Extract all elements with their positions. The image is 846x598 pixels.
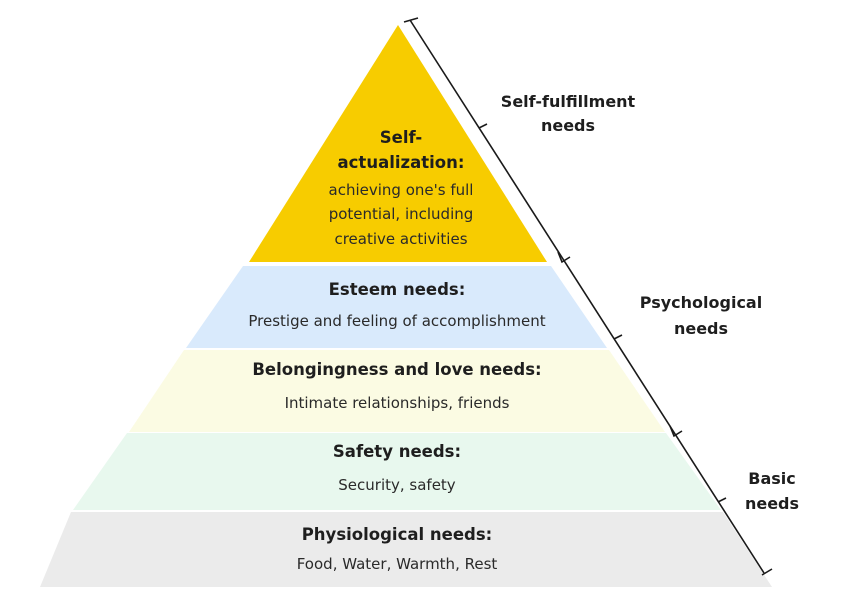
level-description: Prestige and feeling of accomplishment <box>248 312 545 330</box>
pyramid <box>40 25 772 587</box>
bracket-tick-self-fulfillment <box>478 123 488 129</box>
level-title: Esteem needs: <box>329 280 466 299</box>
level-belongingness <box>129 350 665 432</box>
group-label: Self-fulfillment <box>501 92 636 111</box>
bracket-tick-psychological <box>613 334 623 340</box>
group-self-fulfillment-label: Self-fulfillment needs <box>501 92 636 135</box>
group-psychological-label: Psychological needs <box>640 293 762 338</box>
level-physiological <box>40 512 772 587</box>
group-label: needs <box>541 116 595 135</box>
level-self-actualization-text: Self- actualization: achieving one's ful… <box>329 128 474 248</box>
level-self-actualization <box>249 25 547 262</box>
level-safety <box>73 433 721 510</box>
bracket-tick-basic <box>717 497 727 503</box>
level-description: creative activities <box>334 230 467 248</box>
group-label: needs <box>745 494 799 513</box>
level-description: potential, including <box>329 205 474 223</box>
group-basic-label: Basic needs <box>745 469 799 513</box>
level-title: Belongingness and love needs: <box>252 360 541 379</box>
group-label: Basic <box>748 469 795 488</box>
level-physiological-text: Physiological needs: Food, Water, Warmth… <box>297 525 498 573</box>
group-label: Psychological <box>640 293 762 312</box>
level-description: Food, Water, Warmth, Rest <box>297 555 498 573</box>
level-safety-text: Safety needs: Security, safety <box>333 442 461 494</box>
level-title: Physiological needs: <box>302 525 493 544</box>
level-belongingness-text: Belongingness and love needs: Intimate r… <box>252 360 541 412</box>
level-description: Security, safety <box>338 476 456 494</box>
bracket-divider-1 <box>557 251 571 264</box>
level-title: Self- <box>380 128 422 147</box>
level-esteem <box>186 266 607 348</box>
level-description: Intimate relationships, friends <box>285 394 510 412</box>
bracket-end-cap-top <box>403 17 419 23</box>
need-groups-bracket <box>403 17 773 576</box>
bracket-divider-2 <box>669 425 683 438</box>
level-esteem-text: Esteem needs: Prestige and feeling of ac… <box>248 280 545 330</box>
bracket-end-cap-bottom <box>761 568 773 576</box>
group-label: needs <box>674 319 728 338</box>
level-title: Safety needs: <box>333 442 461 461</box>
bracket-line <box>409 19 765 574</box>
level-description: achieving one's full <box>329 181 474 199</box>
level-title: actualization: <box>338 153 465 172</box>
